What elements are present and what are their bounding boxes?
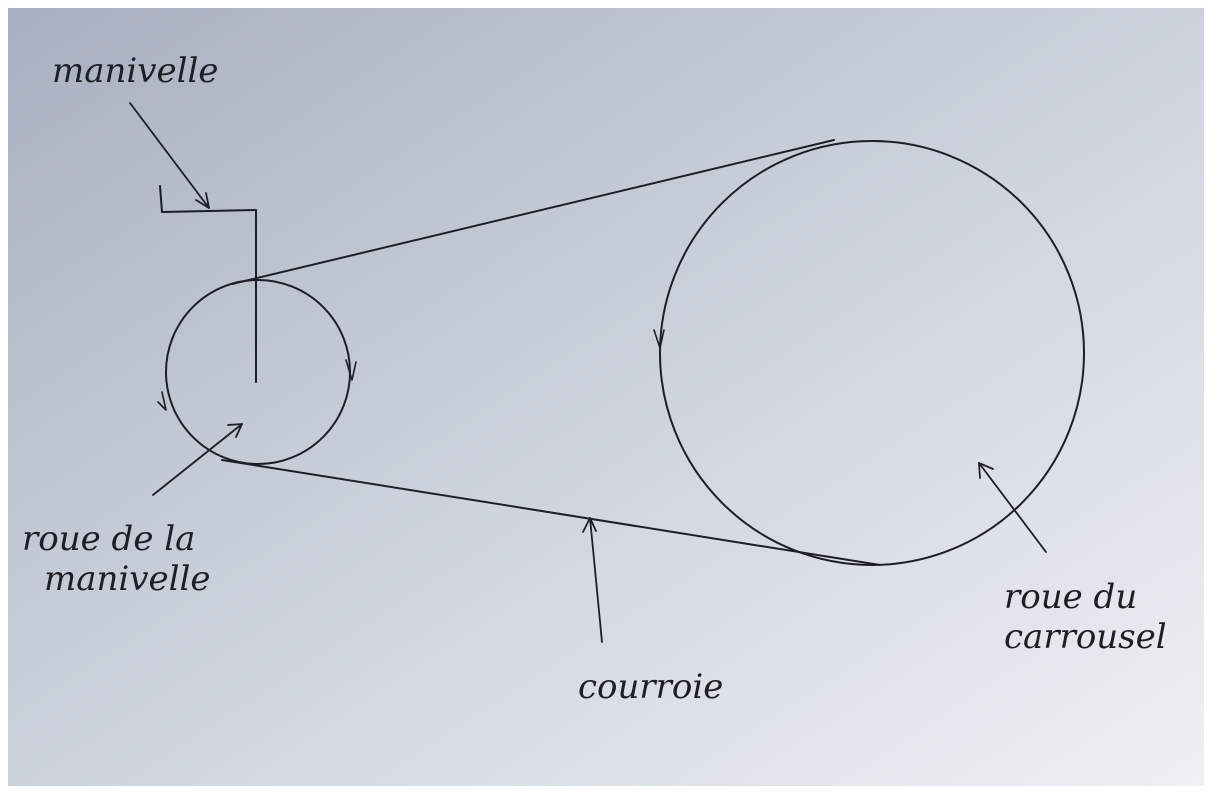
belt-pointer-arrowhead — [582, 517, 597, 533]
carousel-wheel-rotation-arrow — [653, 329, 665, 349]
label-crank: manivelle — [52, 51, 218, 91]
label-belt: courroie — [578, 667, 723, 707]
crank-pointer-arrow — [129, 102, 210, 209]
label-carousel-wheel-line2: carrousel — [1004, 617, 1167, 657]
carousel-wheel — [659, 140, 1085, 566]
crank-handle — [159, 185, 257, 383]
label-crank-wheel-line2: manivelle — [44, 559, 210, 599]
carousel-wheel-pointer-arrow — [978, 462, 1047, 553]
belt-bottom — [221, 459, 881, 566]
belt-top — [231, 139, 835, 285]
crank-pointer-arrowhead — [195, 192, 210, 209]
crank-wheel-rotation-arrow-left — [157, 391, 167, 411]
label-carousel-wheel-line1: roue du — [1004, 577, 1137, 617]
belt-pointer-arrow — [589, 517, 603, 643]
label-crank-wheel-line1: roue de la — [22, 519, 195, 559]
carousel-wheel-pointer-arrowhead — [978, 462, 994, 479]
crank-wheel-pointer-arrowhead — [227, 423, 243, 438]
crank-wheel-pointer-arrow — [152, 423, 243, 496]
paper-sheet — [8, 8, 1204, 786]
crank-wheel-rotation-arrow-right — [345, 359, 357, 381]
